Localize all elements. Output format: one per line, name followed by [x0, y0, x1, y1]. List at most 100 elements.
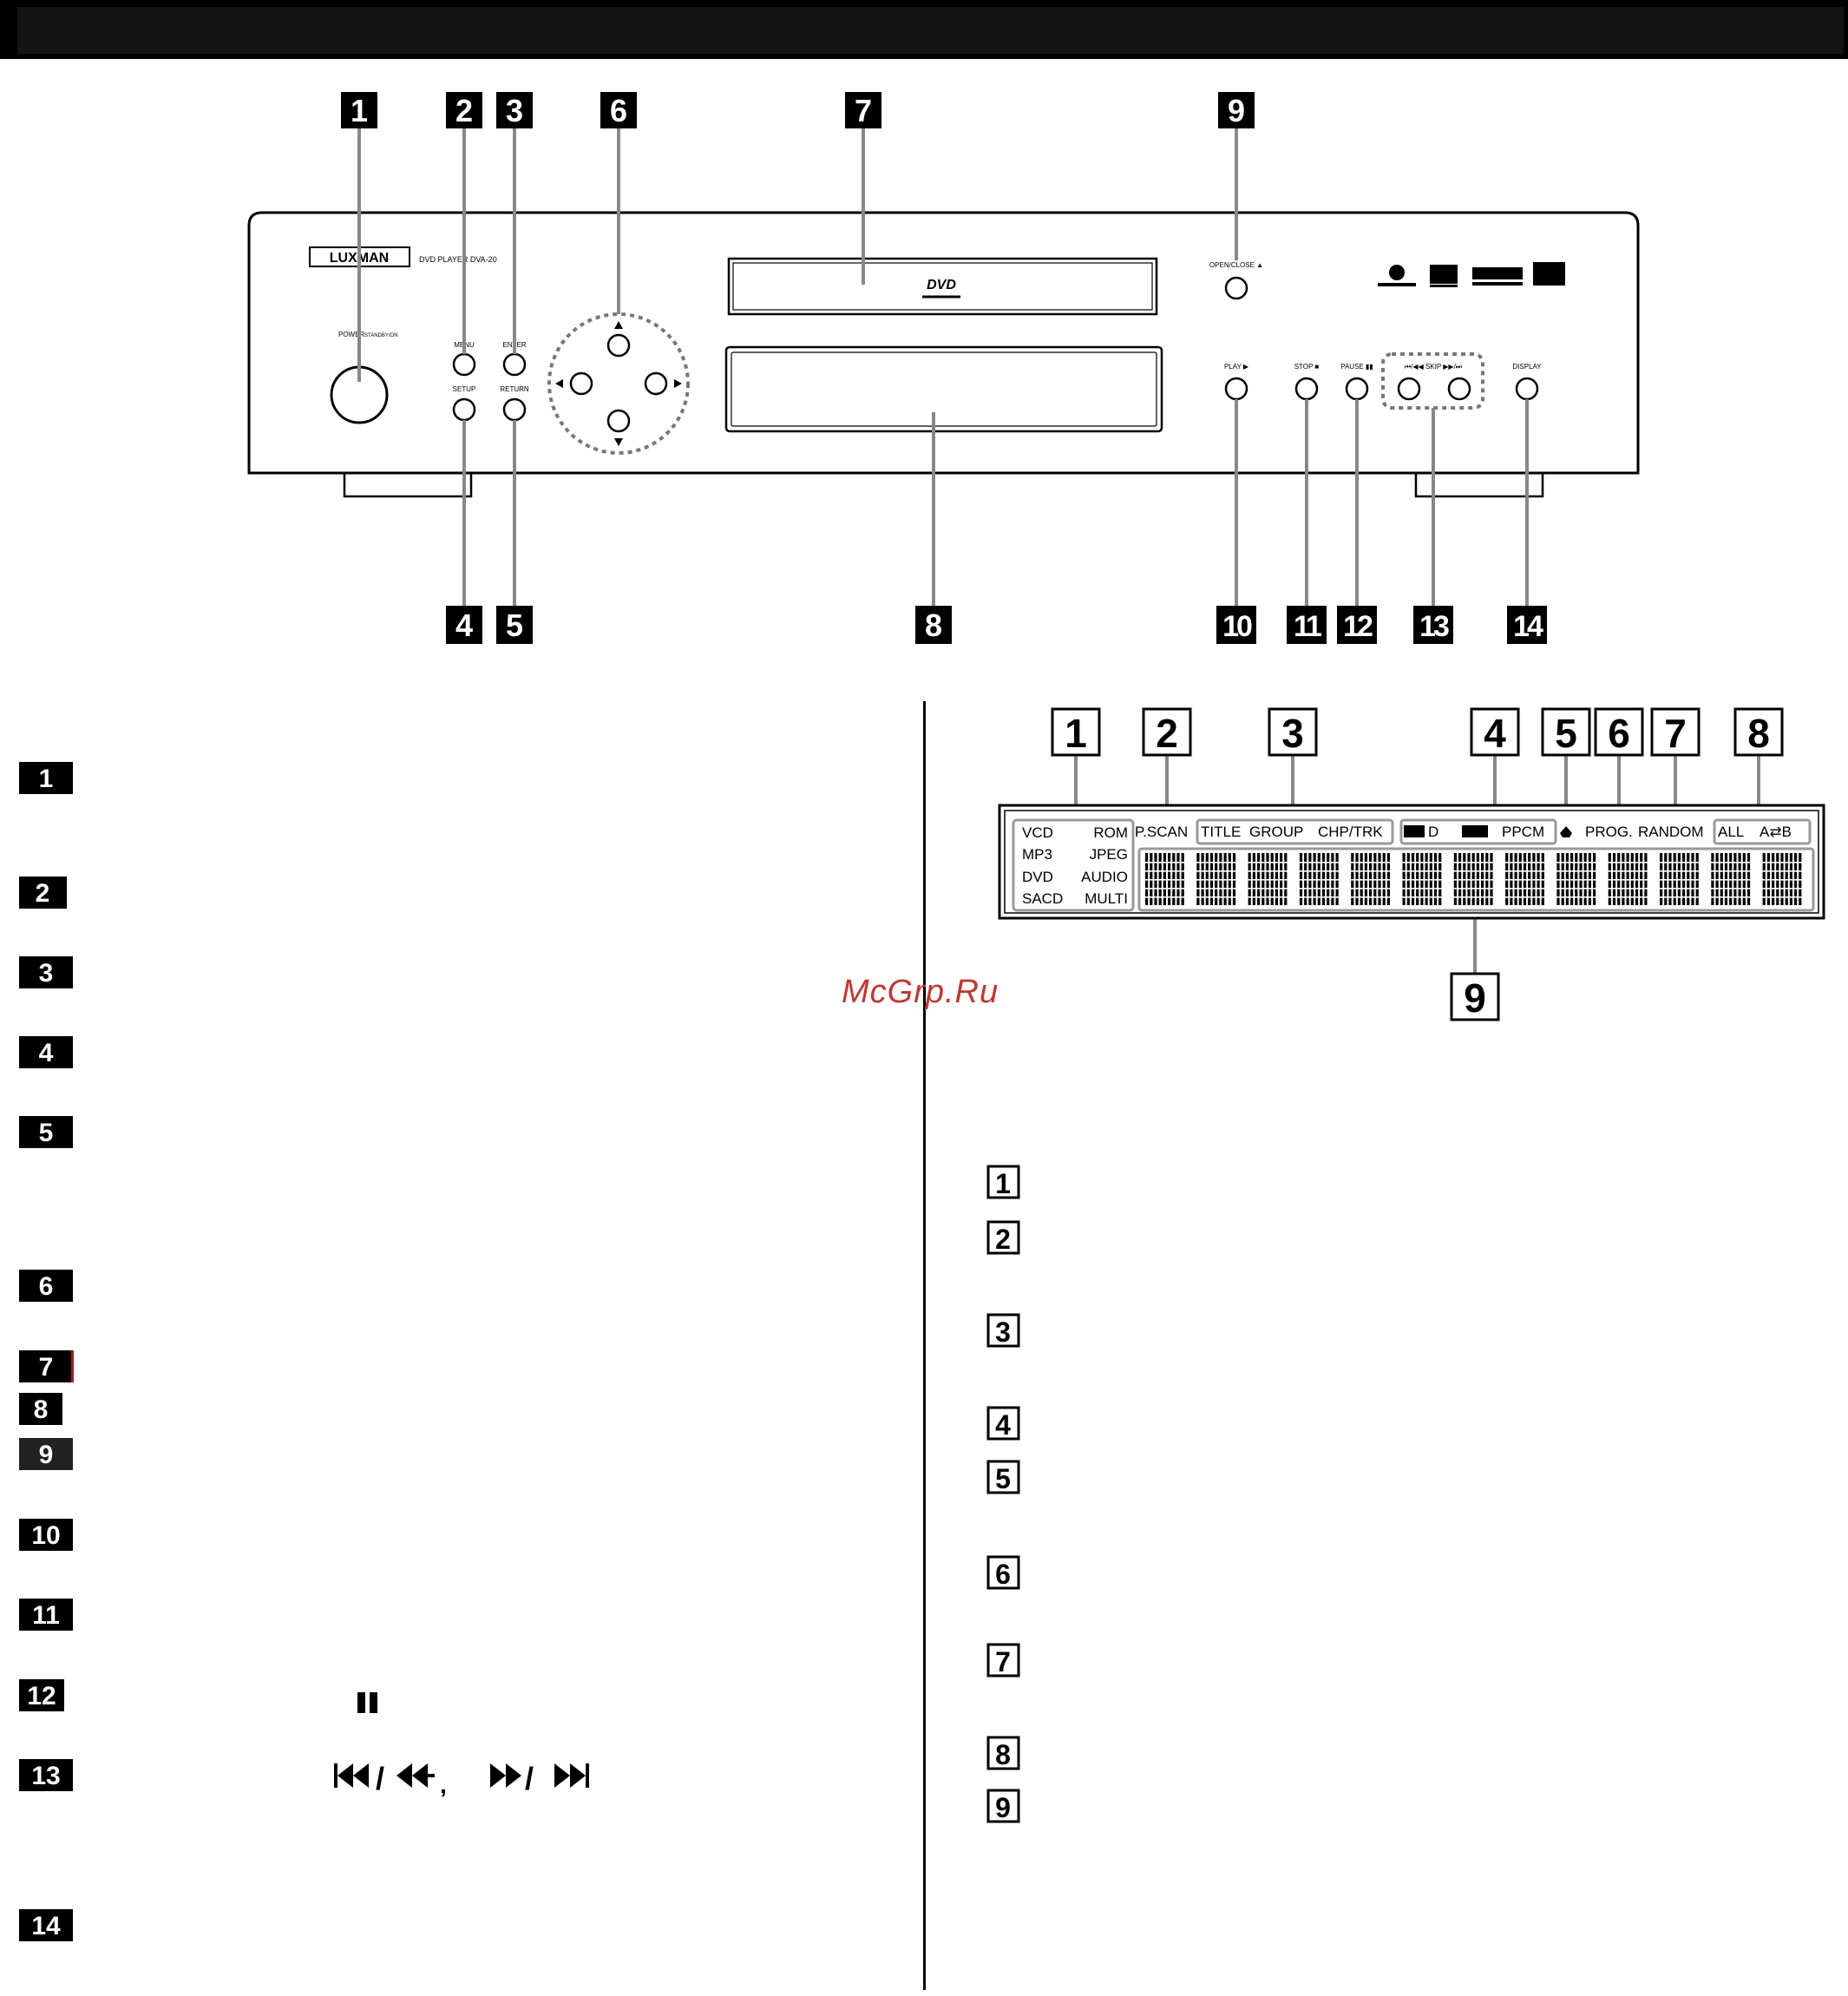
right-item-9-box	[986, 1789, 1020, 1823]
right-item-5: 5	[995, 1463, 1011, 1494]
play-button[interactable]	[1224, 377, 1248, 401]
segment-row-gap	[1659, 870, 1699, 872]
front-callout-12: 12	[1343, 610, 1373, 643]
segment-characters	[1144, 853, 1802, 905]
front-callout-14: 14	[1513, 610, 1543, 643]
front-callout-9: 9	[1228, 93, 1245, 128]
skip-forward-button[interactable]	[1447, 377, 1471, 401]
segment-row-gap	[1761, 879, 1802, 881]
stop-button[interactable]	[1294, 377, 1319, 401]
right-item-1: 1	[995, 1168, 1011, 1199]
front-callout-11-box	[1287, 606, 1327, 644]
segment-character	[1247, 853, 1288, 905]
format-dvd: DVD	[1022, 869, 1053, 885]
display-callout-2-box	[1142, 707, 1192, 757]
left-foot	[343, 473, 473, 498]
left-item-8-box	[19, 1393, 62, 1425]
right-item-7-box	[986, 1643, 1020, 1678]
segment-row-gap	[1556, 879, 1596, 881]
skip-symbol-svg: / , / ⏮◀ / ◀◀ , ▶▶ / ▶⏭	[334, 1761, 589, 1798]
segment-row-gap	[1659, 888, 1699, 890]
skip-label: ⏮/◀◀ SKIP ▶▶/⏭	[1405, 363, 1462, 371]
right-foot	[1414, 473, 1544, 498]
cursor-left-button[interactable]	[569, 371, 593, 396]
display-button[interactable]	[1515, 377, 1539, 401]
skip-back-button[interactable]	[1397, 377, 1421, 401]
pause-symbol-icon	[357, 1692, 365, 1713]
segment-character	[1761, 853, 1802, 905]
segment-row-gap	[1452, 879, 1493, 881]
cursor-up-button[interactable]	[606, 333, 631, 358]
standby-label: STANDBY/ON	[364, 333, 398, 338]
left-item-6: 6	[39, 1272, 54, 1301]
left-item-1-box	[19, 762, 73, 794]
model-name: DVD PLAYER DVA-20	[419, 255, 497, 264]
segment-character	[1350, 853, 1391, 905]
fast-forward-icon	[490, 1763, 521, 1788]
format-sacd: SACD	[1022, 890, 1063, 907]
menu-button[interactable]	[452, 352, 476, 377]
play-label: PLAY ▶	[1224, 363, 1249, 371]
segment-character	[1298, 853, 1339, 905]
segment-row-gap	[1556, 862, 1596, 863]
display-callout-3-box	[1268, 707, 1318, 757]
segment-row-gap	[1504, 870, 1545, 872]
format-multi: MULTI	[1085, 890, 1128, 907]
segment-row-gap	[1556, 896, 1596, 898]
segment-row-gap	[1761, 862, 1802, 863]
segment-row-gap	[1401, 896, 1442, 898]
segment-character	[1452, 853, 1493, 905]
left-item-12-box	[19, 1679, 64, 1711]
cursor-right-button[interactable]	[644, 371, 668, 396]
pause-symbol-icon-bar2	[370, 1692, 377, 1713]
front-callout-14-box	[1507, 606, 1547, 644]
segment-row-gap	[1659, 879, 1699, 881]
return-label: RETURN	[500, 385, 529, 393]
front-callout-4-box	[446, 606, 482, 644]
segment-row-gap	[1298, 888, 1339, 890]
front-callout-6-box	[600, 92, 637, 128]
cursor-down-button[interactable]	[606, 409, 631, 433]
left-item-6-box	[19, 1270, 73, 1302]
left-item-1: 1	[39, 765, 54, 793]
pause-button[interactable]	[1345, 377, 1369, 401]
prog-indicator: PROG.	[1585, 824, 1633, 840]
left-item-14: 14	[31, 1912, 61, 1940]
return-button[interactable]	[502, 397, 527, 422]
right-item-7: 7	[995, 1646, 1011, 1678]
character-area-box	[1137, 847, 1815, 912]
setup-button[interactable]	[452, 397, 476, 422]
enter-button[interactable]	[502, 352, 527, 377]
front-callout-2-box	[446, 92, 482, 128]
left-item-7-edge	[71, 1350, 74, 1382]
segment-row-gap	[1247, 879, 1288, 881]
right-item-4-box	[986, 1406, 1020, 1441]
open-close-button[interactable]	[1224, 276, 1248, 300]
dts-logo-icon	[1533, 262, 1565, 286]
segment-row-gap	[1196, 879, 1236, 881]
segment-row-gap	[1452, 862, 1493, 863]
karaoke-icon	[1560, 826, 1572, 837]
segment-row-gap	[1247, 862, 1288, 863]
display-callout-2: 2	[1156, 711, 1178, 756]
right-list-items: 1 2 3 4 5 6 7 8 9	[986, 1165, 1020, 1823]
up-arrow-icon	[614, 321, 623, 329]
sacd-logo-text-bar	[1378, 283, 1416, 286]
skip-back-icon	[334, 1763, 369, 1788]
segment-row-gap	[1350, 870, 1391, 872]
header-bar	[0, 0, 1848, 59]
segment-character	[1401, 853, 1442, 905]
segment-row-gap	[1504, 896, 1545, 898]
down-arrow-icon	[614, 438, 623, 446]
disc-tray-inner	[732, 262, 1153, 311]
display-panel-inner	[1004, 810, 1819, 914]
segment-row-gap	[1350, 862, 1391, 863]
segment-row-gap	[1196, 870, 1236, 872]
left-item-11-box	[19, 1599, 73, 1631]
format-mp3: MP3	[1022, 846, 1052, 863]
segment-row-gap	[1144, 870, 1184, 872]
display-callout-8: 8	[1747, 711, 1770, 756]
column-divider	[923, 701, 926, 1990]
disc-tray	[727, 257, 1158, 316]
front-callout-7-box	[845, 92, 881, 128]
